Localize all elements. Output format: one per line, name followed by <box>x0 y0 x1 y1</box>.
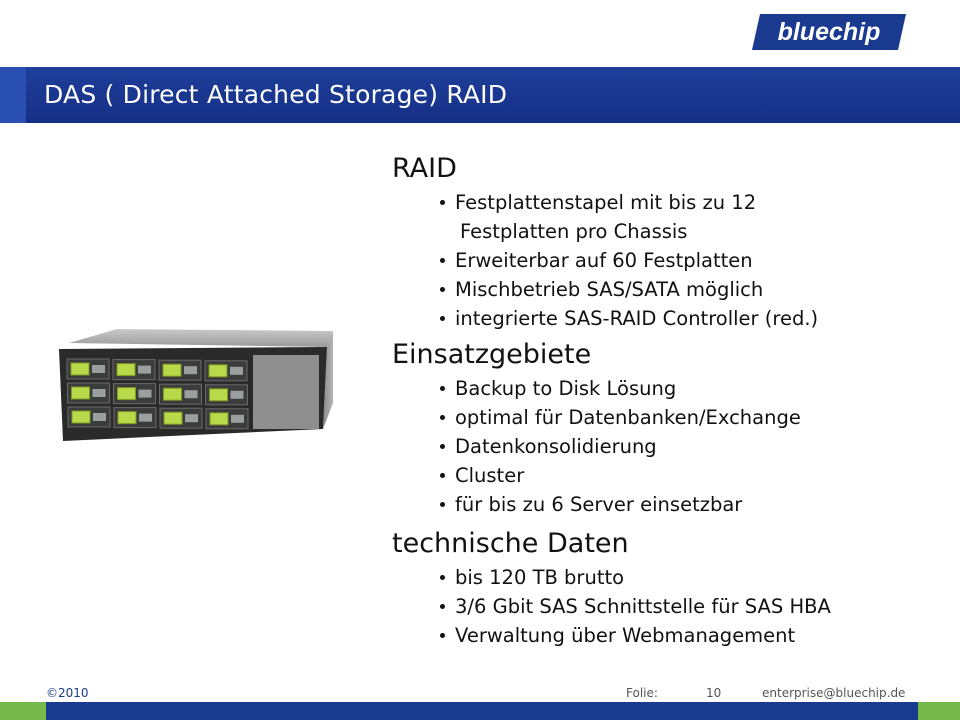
list-item: bis 120 TB brutto <box>440 563 952 592</box>
drive-tray <box>116 363 136 377</box>
footer-copyright: ©2010 <box>46 686 89 700</box>
drive-tray <box>208 364 228 378</box>
bullet-icon <box>440 258 445 263</box>
drive-handle <box>92 389 106 397</box>
list-item-continuation: Festplatten pro Chassis <box>460 220 688 243</box>
list-item: optimal für Datenbanken/Exchange <box>440 403 952 432</box>
section-title-raid: RAID <box>392 153 457 184</box>
drive-handle <box>139 413 152 422</box>
drive-tray <box>71 410 91 424</box>
storage-array-image <box>57 325 335 443</box>
drive-handle <box>231 414 244 423</box>
bullet-icon <box>440 316 445 321</box>
footer-slide-label: Folie: <box>626 686 658 700</box>
chassis-panel <box>253 355 319 429</box>
list-item: Cluster <box>440 461 952 490</box>
footer-accent-left <box>0 702 46 720</box>
drive-tray <box>209 388 228 402</box>
drive-handle <box>92 365 105 373</box>
drive-handle <box>138 389 152 398</box>
list-item: Verwaltung über Webmanagement <box>440 621 952 650</box>
drive-tray <box>117 387 136 401</box>
drive-handle <box>93 413 106 421</box>
bullet-icon <box>440 604 445 609</box>
drive-tray <box>117 411 137 425</box>
logo-graphic: bluechip <box>752 14 906 50</box>
bullet-icon <box>440 386 445 391</box>
list-item: Mischbetrieb SAS/SATA möglich <box>440 275 952 304</box>
section-title-technische-daten: technische Daten <box>392 528 629 559</box>
list-item: 3/6 Gbit SAS Schnittstelle für SAS HBA <box>440 592 952 621</box>
bullet-icon <box>440 200 445 205</box>
list-item: Erweiterbar auf 60 Festplatten <box>440 246 952 275</box>
list-item: integrierte SAS-RAID Controller (red.) <box>440 304 952 333</box>
footer-email: enterprise@bluechip.de <box>762 686 906 700</box>
bluechip-logo: bluechip <box>752 14 906 50</box>
page-title: DAS ( Direct Attached Storage) RAID <box>44 80 508 109</box>
technische-daten-bullet-list: bis 120 TB brutto 3/6 Gbit SAS Schnittst… <box>392 563 952 650</box>
bullet-icon <box>440 633 445 638</box>
drive-handle <box>184 366 197 375</box>
bullet-icon <box>440 473 445 478</box>
bullet-icon <box>440 575 445 580</box>
drive-tray <box>209 412 229 426</box>
drive-tray <box>162 363 182 377</box>
footer-accent-right <box>918 702 960 720</box>
drive-handle <box>138 365 151 374</box>
einsatzgebiete-bullet-list: Backup to Disk Lösung optimal für Datenb… <box>392 374 952 519</box>
section-title-einsatzgebiete: Einsatzgebiete <box>392 339 592 370</box>
content-area: RAID Festplattenstapel mit bis zu 12 Fes… <box>392 150 952 652</box>
drive-tray <box>163 411 183 425</box>
drive-tray <box>70 362 90 376</box>
title-bar: DAS ( Direct Attached Storage) RAID <box>0 67 960 123</box>
drive-tray <box>163 387 182 401</box>
drive-handle <box>185 414 198 423</box>
logo-text: bluechip <box>778 18 881 46</box>
drive-tray <box>71 386 90 400</box>
list-item: Festplattenstapel mit bis zu 12 <box>440 188 952 217</box>
bullet-icon <box>440 444 445 449</box>
drive-handle <box>184 390 198 399</box>
bullet-icon <box>440 415 445 420</box>
list-item: für bis zu 6 Server einsetzbar <box>440 490 952 519</box>
footer-bar <box>0 702 960 720</box>
bullet-icon <box>440 502 445 507</box>
bullet-icon <box>440 287 445 292</box>
drive-handle <box>230 366 243 375</box>
footer-slide-number: 10 <box>706 686 722 700</box>
list-item: Datenkonsolidierung <box>440 432 952 461</box>
list-item: Backup to Disk Lösung <box>440 374 952 403</box>
drive-handle <box>230 390 244 399</box>
raid-bullet-list: Festplattenstapel mit bis zu 12 Festplat… <box>392 188 952 333</box>
